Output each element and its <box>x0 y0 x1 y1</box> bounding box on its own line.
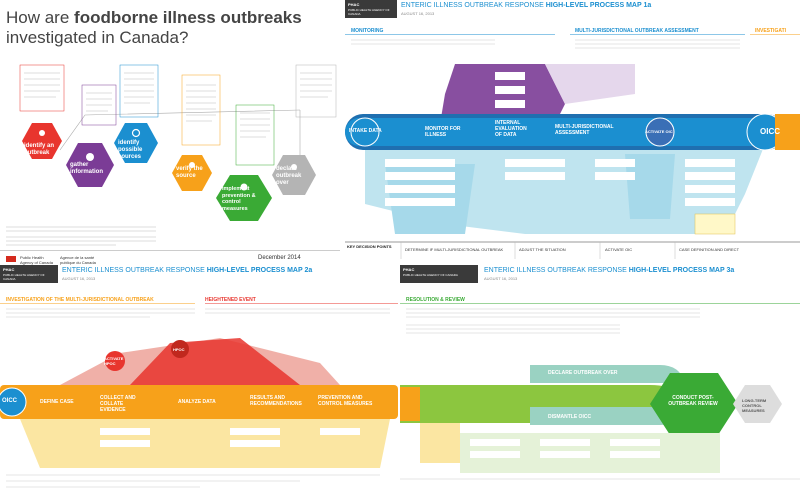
gov-fr: Agence de la santé publique du Canada <box>60 255 96 265</box>
infographic-panel: How are foodborne illness outbreaks inve… <box>0 0 340 270</box>
clipboard-icon <box>86 153 94 161</box>
map1a-title: ENTERIC ILLNESS OUTBREAK RESPONSE HIGH-L… <box>401 2 651 9</box>
map1a-node-oicc: OICC <box>760 127 780 136</box>
map3a-header: PHAC PUBLIC HEALTH AGENCY OF CANADA ENTE… <box>400 265 800 283</box>
map1a-header: PHAC PUBLIC HEALTH AGENCY OF CANADA ENTE… <box>345 0 800 18</box>
infographic-hexagons <box>19 64 337 221</box>
step-label-6: declare outbreak over <box>276 166 302 186</box>
map3a-node-conduct: CONDUCT POST-OUTBREAK REVIEW <box>668 395 718 407</box>
map3a-section-resolution: RESOLUTION & REVIEW <box>406 297 465 303</box>
map1a-decision-2: ADJUST THE SITUATION <box>519 247 566 252</box>
map2a-diagram <box>0 303 398 488</box>
map1a-node-intake: INTAKE DATA <box>349 128 382 134</box>
map3a-diagram <box>400 303 800 480</box>
conduct-review-shape <box>650 373 738 435</box>
yellow-band <box>20 419 390 468</box>
hex-declare-over <box>272 155 316 195</box>
map3a-title: ENTERIC ILLNESS OUTBREAK RESPONSE HIGH-L… <box>484 267 734 274</box>
map3a-title-pre: ENTERIC ILLNESS OUTBREAK RESPONSE <box>484 267 629 274</box>
map2a-org-full: PUBLIC HEALTH AGENCY OF CANADA <box>3 273 45 281</box>
hex-gather-information <box>66 143 114 187</box>
map2a-section-heightened: HEIGHTENED EVENT <box>205 297 256 303</box>
map3a-date: AUGUST 16, 2013 <box>484 276 518 281</box>
map1a-date: AUGUST 16, 2013 <box>401 11 435 16</box>
map1a-diagram <box>345 34 800 259</box>
map1a-decision-3: ACTIVATE OIC <box>605 247 633 252</box>
shield-icon <box>240 183 248 191</box>
map1a-node-assessment: MULTI-JURISDICTIONAL ASSESSMENT <box>555 124 614 136</box>
map3a-title-bold: HIGH-LEVEL PROCESS MAP 3a <box>628 267 735 274</box>
step-label-1: identify an outbreak <box>24 143 55 156</box>
hex-identify-outbreak <box>22 123 62 159</box>
step-label-4: verify the source <box>176 166 203 179</box>
map3a-node-declare: DECLARE OUTBREAK OVER <box>548 370 618 376</box>
map1a-org: PHAC <box>348 2 360 7</box>
infographic-date: December 2014 <box>258 255 301 261</box>
map2a-heightened-hpoc: HPOC <box>173 347 185 352</box>
infographic-paragraph <box>6 226 156 246</box>
map2a-title-bold: HIGH-LEVEL PROCESS MAP 2a <box>206 267 313 274</box>
map1a-org-full: PUBLIC HEALTH AGENCY OF CANADA <box>348 8 390 16</box>
map2a-pipeline <box>0 385 398 419</box>
map1a-section-investigation: INVESTIGATI <box>755 28 787 34</box>
long-term-shape <box>733 385 782 423</box>
map2a-node-results: RESULTS AND RECOMMENDATIONS <box>250 395 302 407</box>
map1a-decision-1: DETERMINE IF MULTI-JURISDICTIONAL OUTBRE… <box>405 247 504 252</box>
people-icon <box>39 130 45 136</box>
map1a-node-internal: INTERNAL EVALUATION OF DATA <box>495 120 527 138</box>
map2a-node-define: DEFINE CASE <box>40 399 74 405</box>
map2a-node-analyze: ANALYZE DATA <box>178 399 216 405</box>
flask-icon <box>189 162 195 168</box>
map3a-org-full: PUBLIC HEALTH AGENCY OF CANADA <box>403 273 458 277</box>
map2a-node-oicc: OICC <box>2 398 17 404</box>
map2a-title-pre: ENTERIC ILLNESS OUTBREAK RESPONSE <box>62 267 207 274</box>
map2a-date: AUGUST 16, 2013 <box>62 276 96 281</box>
process-map-2a: PHAC PUBLIC HEALTH AGENCY OF CANADA ENTE… <box>0 265 398 500</box>
map1a-title-bold: HIGH-LEVEL PROCESS MAP 1a <box>545 2 652 9</box>
infographic-title: How are foodborne illness outbreaks inve… <box>6 8 302 48</box>
map1a-key-decision: KEY DECISION POINTS <box>347 244 392 249</box>
map2a-title: ENTERIC ILLNESS OUTBREAK RESPONSE HIGH-L… <box>62 267 312 274</box>
gov-en: Public Health Agency of Canada <box>20 255 53 265</box>
hex-prevention-control <box>216 175 272 221</box>
map1a-title-pre: ENTERIC ILLNESS OUTBREAK RESPONSE <box>401 2 546 9</box>
map1a-decision-4: CASE DEFINITION AND DIRECT <box>679 247 740 252</box>
hex-identify-sources <box>114 123 158 163</box>
title-line2: investigated in Canada? <box>6 28 189 47</box>
process-map-1a: PHAC PUBLIC HEALTH AGENCY OF CANADA ENTE… <box>345 0 800 262</box>
map1a-section-monitoring: MONITORING <box>351 28 384 34</box>
map2a-node-prevention: PREVENTION AND CONTROL MEASURES <box>318 395 373 407</box>
map2a-node-collect: COLLECT AND COLLATE EVIDENCE <box>100 395 136 413</box>
map2a-section-investigation: INVESTIGATION OF THE MULTI-JURISDICTIONA… <box>6 297 154 303</box>
map2a-header: PHAC PUBLIC HEALTH AGENCY OF CANADA ENTE… <box>0 265 398 283</box>
map2a-heightened-activate: ACTIVATE HPOC <box>104 356 124 366</box>
step-label-2: gather information <box>70 162 103 175</box>
map1a-section-assessment: MULTI-JURISDICTIONAL OUTBREAK ASSESSMENT <box>575 28 699 34</box>
map3a-org: PHAC <box>403 267 415 272</box>
gov-footer: Public Health Agency of Canada Agence de… <box>0 250 340 270</box>
process-map-3a: PHAC PUBLIC HEALTH AGENCY OF CANADA ENTE… <box>400 265 800 500</box>
check-icon <box>291 164 297 170</box>
title-bold: foodborne illness outbreaks <box>74 8 302 27</box>
map1a-node-activate: ACTIVATE OIC <box>645 129 673 134</box>
map1a-node-monitor: MONITOR FOR ILLNESS <box>425 126 461 138</box>
map2a-org: PHAC <box>3 267 15 272</box>
magnifier-icon <box>131 128 141 138</box>
map3a-node-longterm: LONG-TERM CONTROL MEASURES <box>742 398 767 413</box>
step-label-5: implement prevention & control measures <box>222 186 256 212</box>
canada-flag-icon <box>6 256 16 262</box>
hex-verify-source <box>172 155 212 191</box>
map3a-node-dismantle: DISMANTLE OICC <box>548 414 592 420</box>
step-label-3: identify possible sources <box>118 140 143 160</box>
title-pre: How are <box>6 8 75 27</box>
